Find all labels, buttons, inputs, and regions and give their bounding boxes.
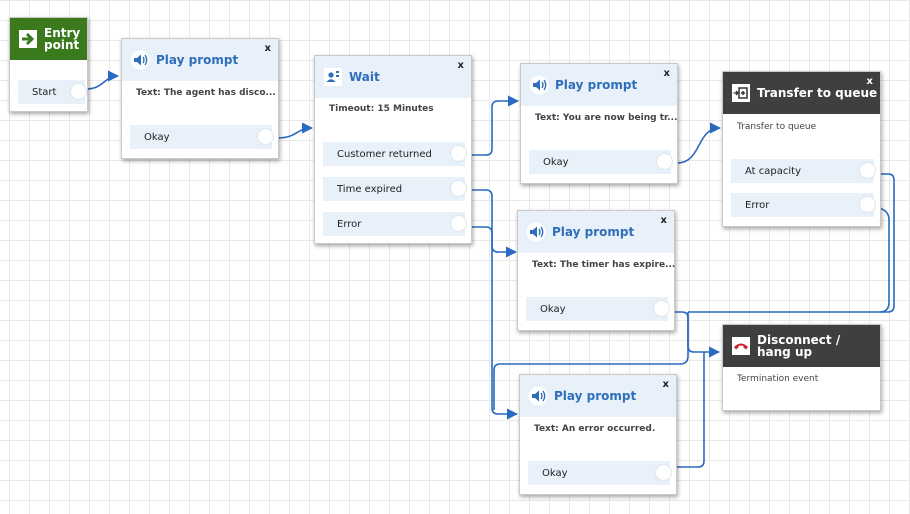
branch-at-capacity-port[interactable] bbox=[859, 162, 876, 179]
close-icon[interactable]: x bbox=[866, 76, 873, 87]
disconnect-block[interactable]: Disconnect / hang up Termination event bbox=[722, 324, 881, 411]
close-icon[interactable]: x bbox=[660, 215, 667, 226]
close-icon[interactable]: x bbox=[662, 379, 669, 390]
play-prompt-1-header: Play prompt x bbox=[122, 39, 278, 81]
play-prompt-1-text: Text: The agent has disco... bbox=[136, 88, 276, 98]
play-prompt-3-header: Play prompt x bbox=[518, 211, 674, 253]
close-icon[interactable]: x bbox=[457, 60, 464, 71]
transfer-to-queue-block[interactable]: Transfer to queue x Transfer to queue At… bbox=[722, 71, 881, 227]
play-prompt-block-3[interactable]: Play prompt x Text: The timer has expire… bbox=[517, 210, 675, 331]
play-prompt-block-2[interactable]: Play prompt x Text: You are now being tr… bbox=[520, 63, 678, 184]
play-prompt-2-text: Text: You are now being tr... bbox=[535, 113, 678, 123]
close-icon[interactable]: x bbox=[663, 68, 670, 79]
play-prompt-4-header: Play prompt x bbox=[520, 375, 676, 417]
branch-error[interactable]: Error bbox=[323, 212, 467, 236]
branch-time-expired[interactable]: Time expired bbox=[323, 177, 467, 201]
branch-okay-port[interactable] bbox=[257, 128, 274, 145]
connector-error-to-prompt4 bbox=[470, 226, 519, 420]
wait-person-icon bbox=[324, 68, 342, 86]
branch-error-label: Error bbox=[337, 218, 362, 230]
play-prompt-1-title: Play prompt bbox=[156, 53, 239, 67]
phone-hangup-icon bbox=[732, 337, 750, 355]
connector-prompt4-to-disconnect bbox=[675, 352, 705, 468]
play-prompt-block-4[interactable]: Play prompt x Text: An error occurred. O… bbox=[519, 374, 677, 495]
branch-okay-label: Okay bbox=[144, 131, 170, 143]
close-icon[interactable]: x bbox=[264, 43, 271, 54]
branch-okay-port[interactable] bbox=[655, 464, 672, 481]
disconnect-header: Disconnect / hang up bbox=[723, 325, 880, 367]
transfer-title: Transfer to queue bbox=[757, 86, 878, 100]
branch-customer-returned-port[interactable] bbox=[450, 145, 467, 162]
wait-header: Wait x bbox=[315, 56, 471, 98]
branch-error[interactable]: Error bbox=[731, 193, 876, 217]
wait-title: Wait bbox=[349, 70, 380, 84]
connector-prompt2-to-transfer bbox=[676, 122, 722, 164]
branch-customer-returned[interactable]: Customer returned bbox=[323, 142, 467, 166]
disconnect-title: Disconnect / hang up bbox=[757, 333, 841, 359]
speaker-icon bbox=[529, 75, 549, 95]
connector-prompt1-to-wait bbox=[276, 122, 314, 139]
play-prompt-4-title: Play prompt bbox=[554, 389, 637, 403]
branch-okay[interactable]: Okay bbox=[529, 150, 673, 174]
branch-start-label: Start bbox=[32, 86, 57, 98]
termination-event-text: Termination event bbox=[737, 374, 819, 384]
connector-wait-returned-to-prompt2 bbox=[470, 95, 520, 156]
play-prompt-3-text: Text: The timer has expire... bbox=[532, 260, 676, 270]
transfer-header: Transfer to queue x bbox=[723, 72, 880, 114]
branch-at-capacity-label: At capacity bbox=[745, 165, 801, 177]
branch-customer-returned-label: Customer returned bbox=[337, 148, 432, 160]
speaker-icon bbox=[528, 386, 548, 406]
branch-time-expired-port[interactable] bbox=[450, 180, 467, 197]
branch-okay-port[interactable] bbox=[653, 300, 670, 317]
branch-okay-label: Okay bbox=[543, 156, 569, 168]
play-prompt-2-title: Play prompt bbox=[555, 78, 638, 92]
branch-start[interactable]: Start bbox=[18, 80, 87, 104]
branch-okay[interactable]: Okay bbox=[526, 297, 670, 321]
entry-point-header: Entry point bbox=[10, 18, 87, 60]
branch-start-port[interactable] bbox=[70, 83, 87, 100]
wait-timeout-text: Timeout: 15 Minutes bbox=[329, 104, 434, 114]
branch-okay[interactable]: Okay bbox=[528, 461, 672, 485]
play-prompt-4-text: Text: An error occurred. bbox=[534, 424, 656, 434]
branch-time-expired-label: Time expired bbox=[337, 183, 403, 195]
wait-block[interactable]: Wait x Timeout: 15 Minutes Customer retu… bbox=[314, 55, 472, 244]
speaker-icon bbox=[526, 222, 546, 242]
transfer-desc-text: Transfer to queue bbox=[737, 122, 817, 132]
branch-okay-label: Okay bbox=[542, 467, 568, 479]
branch-error-label: Error bbox=[745, 199, 770, 211]
branch-okay[interactable]: Okay bbox=[130, 125, 274, 149]
branch-error-port[interactable] bbox=[450, 215, 467, 232]
arrow-right-icon bbox=[19, 30, 37, 48]
entry-point-title: Entry point bbox=[44, 26, 81, 52]
branch-okay-port[interactable] bbox=[656, 153, 673, 170]
play-prompt-3-title: Play prompt bbox=[552, 225, 635, 239]
transfer-queue-icon bbox=[732, 84, 750, 102]
speaker-icon bbox=[130, 50, 150, 70]
branch-okay-label: Okay bbox=[540, 303, 566, 315]
entry-point-block[interactable]: Entry point Start bbox=[9, 17, 88, 112]
connector-time-expired-to-prompt3 bbox=[470, 189, 518, 258]
play-prompt-block-1[interactable]: Play prompt x Text: The agent has disco.… bbox=[121, 38, 279, 159]
branch-error-port[interactable] bbox=[859, 196, 876, 213]
connector-prompt3-to-disconnect bbox=[673, 311, 721, 358]
play-prompt-2-header: Play prompt x bbox=[521, 64, 677, 106]
connector-start-to-prompt1 bbox=[85, 70, 120, 90]
branch-at-capacity[interactable]: At capacity bbox=[731, 159, 876, 183]
